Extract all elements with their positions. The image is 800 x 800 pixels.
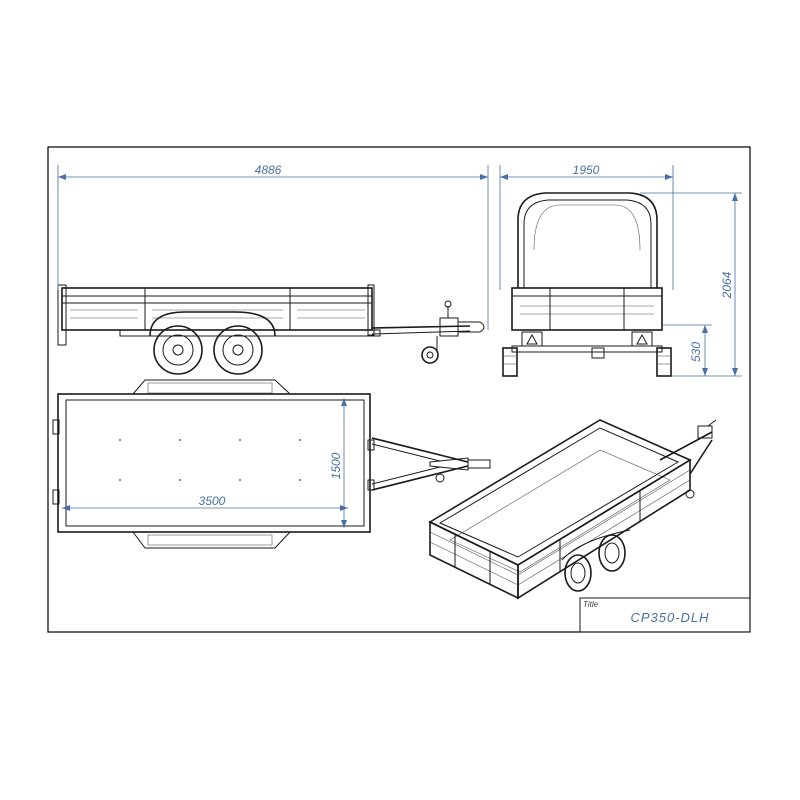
- top-view: [52, 379, 491, 549]
- dim-label-bed-height: 530: [689, 342, 703, 362]
- dim-label-width: 1950: [573, 163, 600, 177]
- title-block: Title CP350-DLH: [579, 597, 751, 633]
- dim-overall-length: 4886: [57, 163, 489, 330]
- side-view: [57, 284, 485, 375]
- dim-bed-width: 1500: [329, 398, 347, 528]
- drawing-frame: [47, 146, 751, 633]
- dim-label-bed-length: 3500: [199, 494, 226, 508]
- dim-label-bed-width: 1500: [329, 452, 343, 479]
- dim-overall-height: 2064: [640, 192, 742, 377]
- rear-view: [502, 192, 672, 377]
- isometric-view: [428, 419, 717, 600]
- title-name: CP350-DLH: [630, 610, 709, 625]
- dim-overall-width: 1950: [499, 163, 674, 290]
- dim-label-length: 4886: [255, 163, 282, 177]
- dim-label-height: 2064: [720, 271, 734, 299]
- dim-bed-height: 530: [662, 324, 712, 376]
- title-caption: Title: [583, 600, 599, 609]
- dim-bed-length: 3500: [62, 494, 348, 511]
